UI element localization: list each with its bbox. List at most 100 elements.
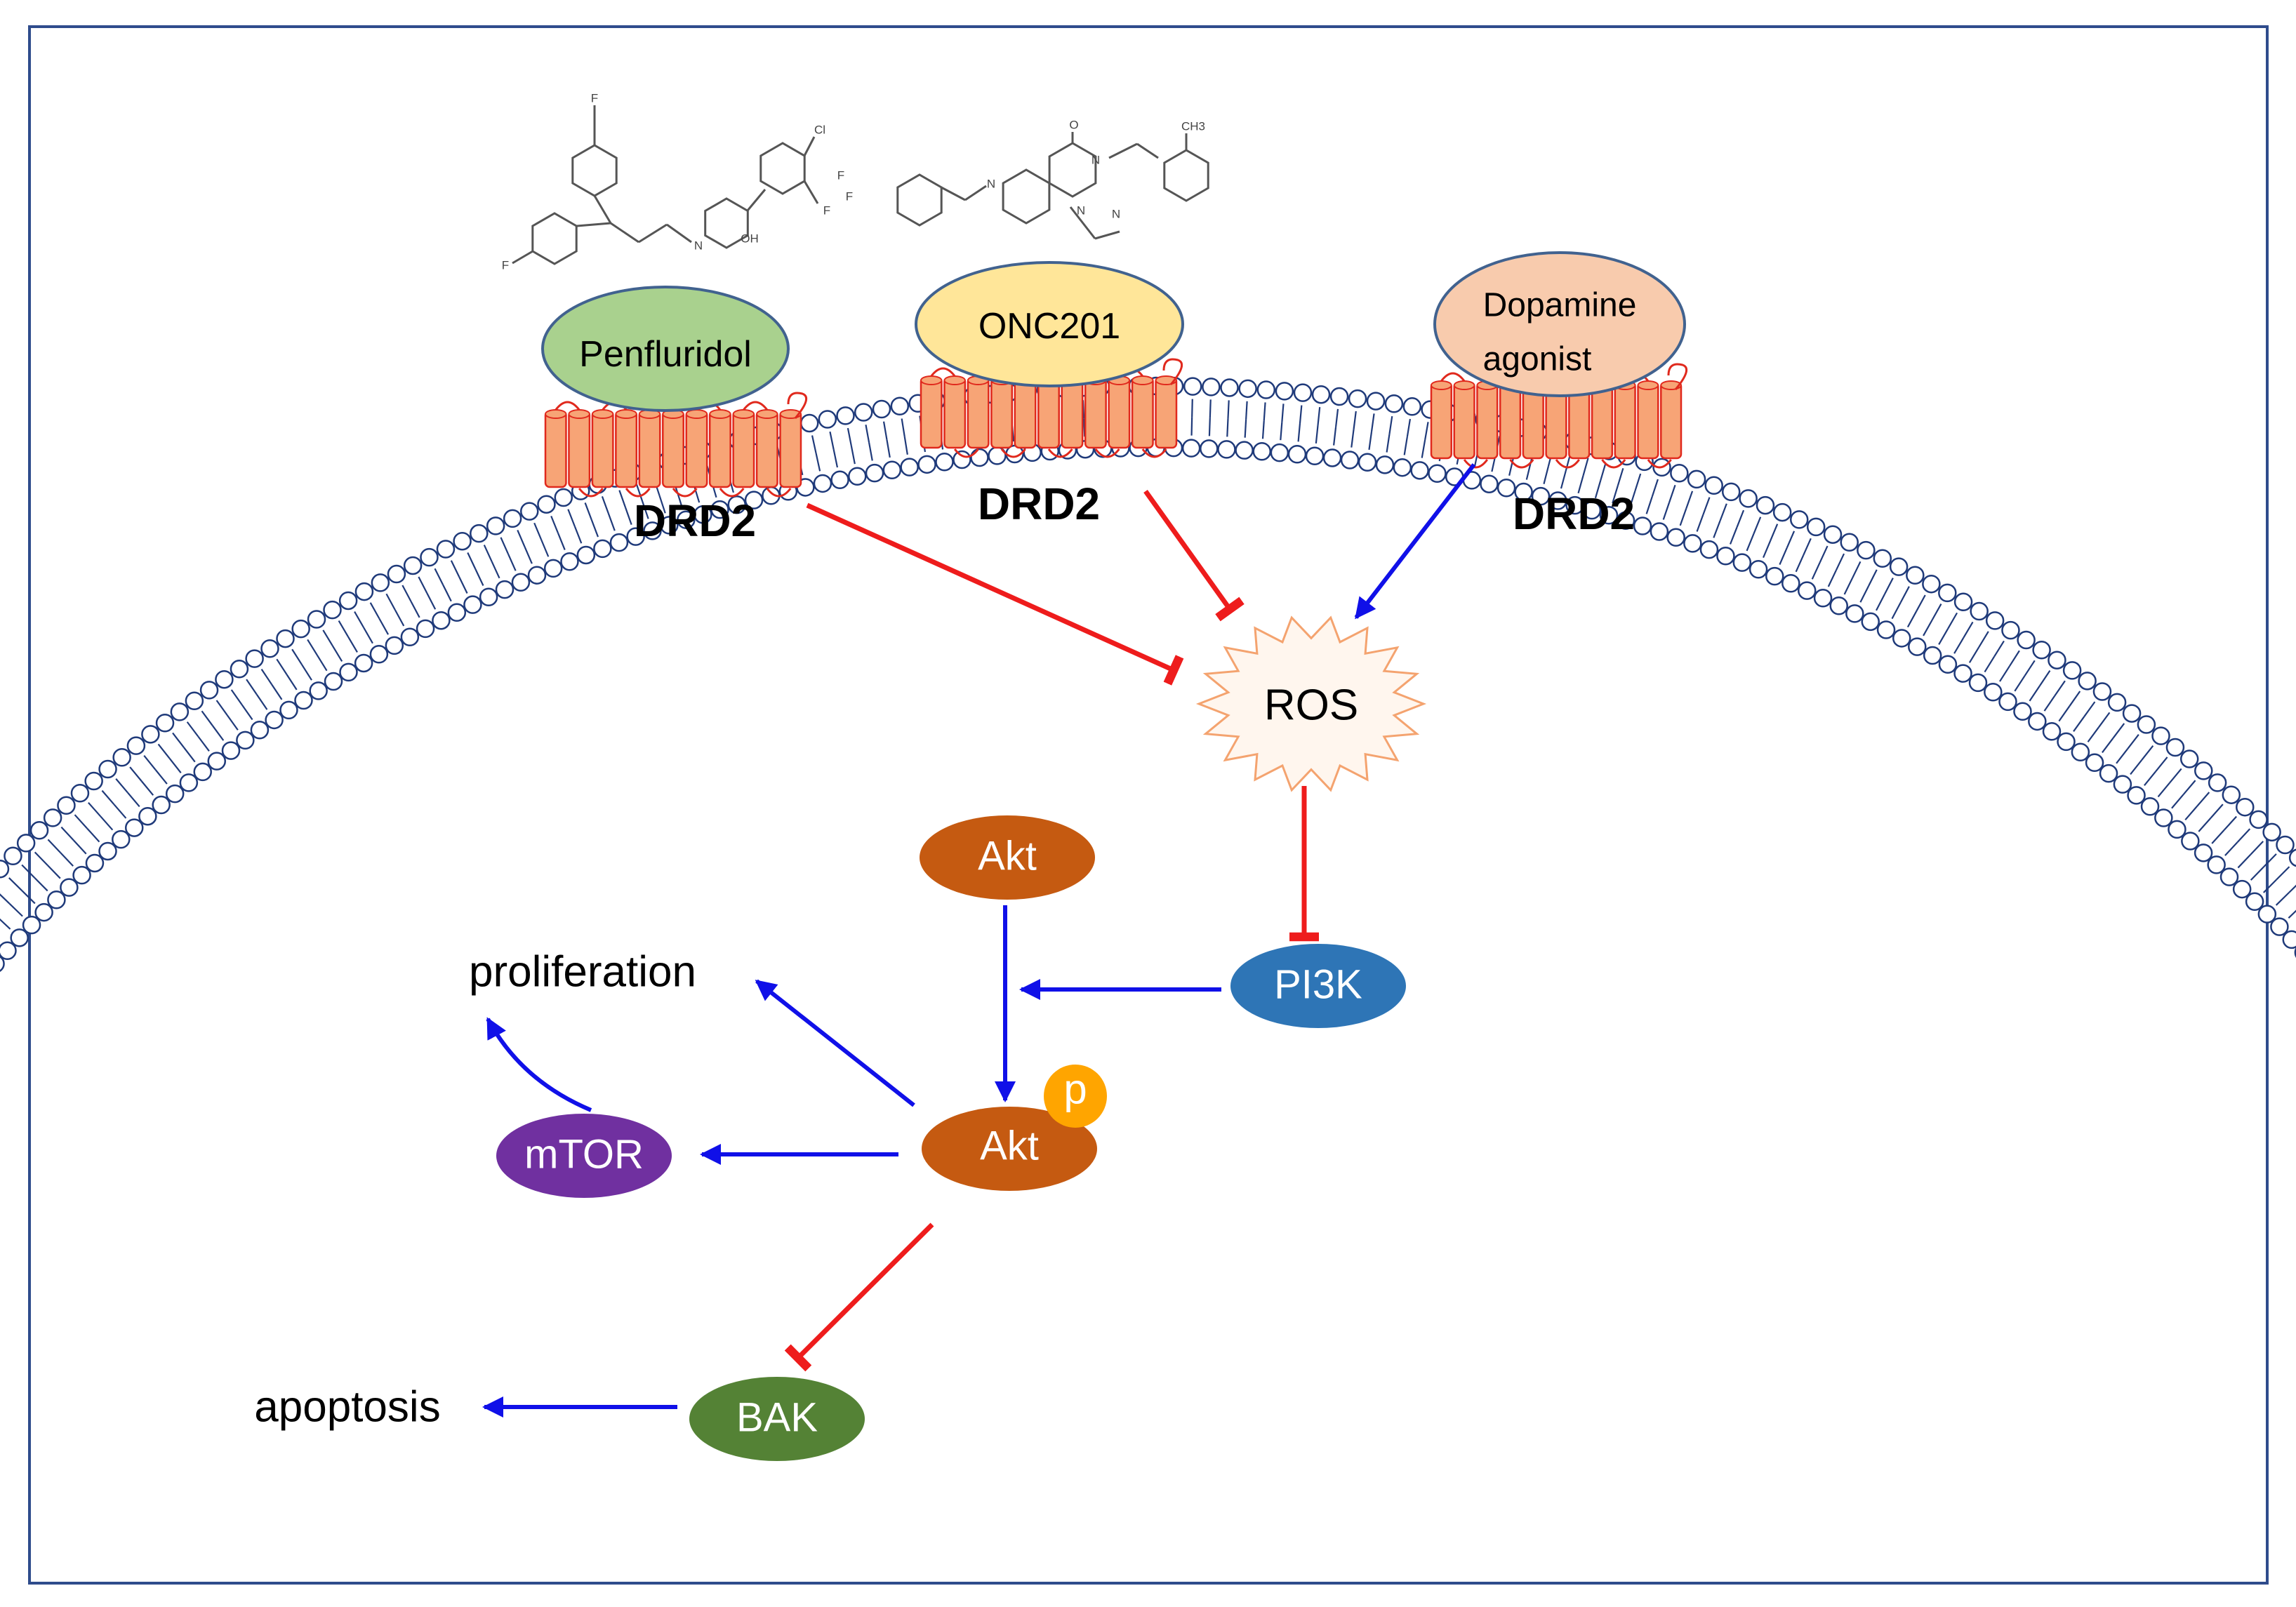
lipid-head bbox=[1823, 525, 1843, 544]
lipid-head bbox=[2276, 835, 2295, 855]
lipid-head bbox=[2017, 630, 2036, 650]
lipid-tail bbox=[140, 780, 154, 796]
bond bbox=[512, 250, 533, 265]
lipid-tail bbox=[2083, 701, 2096, 717]
lipid-head bbox=[694, 505, 712, 524]
lipid-head bbox=[495, 580, 515, 599]
lipid-head bbox=[250, 721, 270, 740]
lipid-head bbox=[576, 545, 596, 565]
lipid-head bbox=[85, 853, 105, 873]
helix-cap bbox=[756, 409, 778, 419]
helix-cap bbox=[1453, 380, 1475, 390]
lipid-head bbox=[1531, 486, 1551, 506]
lipid-head bbox=[836, 406, 855, 425]
lipid-head bbox=[2048, 651, 2066, 669]
lipid-head bbox=[1840, 533, 1859, 552]
lipid-tail bbox=[129, 766, 142, 782]
atom-label: F bbox=[823, 204, 830, 218]
lipid-tail bbox=[2250, 866, 2264, 881]
lipid-head bbox=[2127, 786, 2146, 805]
helix-loop bbox=[625, 488, 651, 498]
lipid-head bbox=[511, 573, 531, 592]
lipid-head bbox=[1756, 495, 1775, 515]
lipid-tail bbox=[1702, 497, 1711, 515]
lipid-tail bbox=[1226, 418, 1229, 437]
lipid-head bbox=[1311, 385, 1331, 404]
lipid-head bbox=[98, 841, 117, 861]
helix-cap bbox=[943, 375, 966, 385]
transmembrane-helix bbox=[1108, 376, 1131, 449]
lipid-tail bbox=[338, 620, 349, 637]
lipid-tail bbox=[607, 513, 616, 531]
lipid-head bbox=[1998, 692, 2017, 712]
lipid-tail bbox=[215, 700, 228, 716]
lipid-tail bbox=[2263, 853, 2277, 868]
lipid-head bbox=[1666, 528, 1685, 547]
atom-label: N bbox=[987, 178, 995, 191]
lipid-tail bbox=[1263, 402, 1266, 421]
bond bbox=[941, 186, 966, 201]
lipid-head bbox=[1275, 382, 1294, 401]
penfluridol-inhibits-ros bbox=[806, 502, 1184, 686]
lipid-tail bbox=[1730, 526, 1738, 545]
lipid-head bbox=[2078, 672, 2097, 691]
lipid-tail bbox=[1560, 470, 1567, 489]
lipid-head bbox=[1480, 474, 1499, 493]
transmembrane-helix bbox=[943, 376, 967, 449]
lipid-head bbox=[593, 539, 612, 559]
lipid-head bbox=[2194, 761, 2213, 780]
lipid-tail bbox=[1191, 399, 1193, 418]
lipid-tail bbox=[567, 509, 576, 527]
phosphate-badge bbox=[1044, 1065, 1107, 1128]
lipid-tail bbox=[1612, 485, 1619, 504]
lipid-tail bbox=[1827, 570, 1837, 587]
lipid-tail bbox=[2250, 841, 2264, 855]
lipid-head bbox=[1716, 546, 1735, 566]
lipid-head bbox=[2245, 892, 2264, 911]
lipid-tail bbox=[1406, 418, 1412, 437]
lipid-tail bbox=[1835, 553, 1845, 571]
lipid-head bbox=[371, 573, 390, 592]
helix-loop bbox=[1000, 448, 1026, 458]
lipid-head bbox=[324, 672, 343, 691]
proliferation-label: proliferation bbox=[469, 948, 696, 996]
lipid-head bbox=[1183, 377, 1202, 396]
lipid-head bbox=[2028, 712, 2047, 731]
lipid-tail bbox=[1795, 554, 1805, 573]
lipid-tail bbox=[172, 732, 185, 748]
lipid-tail bbox=[1421, 439, 1426, 458]
lipid-tail bbox=[1891, 602, 1902, 620]
lipid-tail bbox=[1736, 509, 1745, 528]
bond bbox=[803, 136, 816, 156]
lipid-head bbox=[543, 559, 563, 578]
ring-bond bbox=[1163, 149, 1209, 202]
lipid-tail bbox=[201, 710, 213, 726]
lipid-head bbox=[643, 521, 662, 540]
lipid-tail bbox=[113, 804, 127, 819]
lipid-tail bbox=[1280, 422, 1283, 441]
mtor-label: mTOR bbox=[524, 1132, 644, 1178]
lipid-tail bbox=[815, 453, 821, 472]
lipid-tail bbox=[1999, 665, 2010, 682]
lipid-head bbox=[2085, 753, 2104, 773]
bond bbox=[1136, 142, 1159, 159]
lipid-tail bbox=[1315, 425, 1319, 444]
lipid-head bbox=[57, 796, 76, 815]
lipid-tail bbox=[2288, 909, 2296, 919]
helix-cap bbox=[545, 409, 567, 419]
transmembrane-helix bbox=[685, 410, 708, 488]
lipid-tail bbox=[1386, 434, 1391, 453]
onc201-ligand bbox=[915, 261, 1184, 387]
lipid-head bbox=[1293, 383, 1313, 402]
lipid-head bbox=[1892, 629, 1911, 648]
lipid-tail bbox=[0, 918, 11, 930]
lipid-tail bbox=[1370, 413, 1375, 432]
lipid-tail bbox=[2087, 726, 2099, 742]
lipid-head bbox=[1514, 482, 1533, 502]
lipid-head bbox=[854, 403, 873, 422]
lipid-tail bbox=[60, 826, 74, 841]
lipid-tail bbox=[1811, 562, 1821, 580]
bond bbox=[964, 185, 987, 201]
lipid-head bbox=[2262, 822, 2281, 842]
lipid-tail bbox=[1368, 432, 1373, 451]
